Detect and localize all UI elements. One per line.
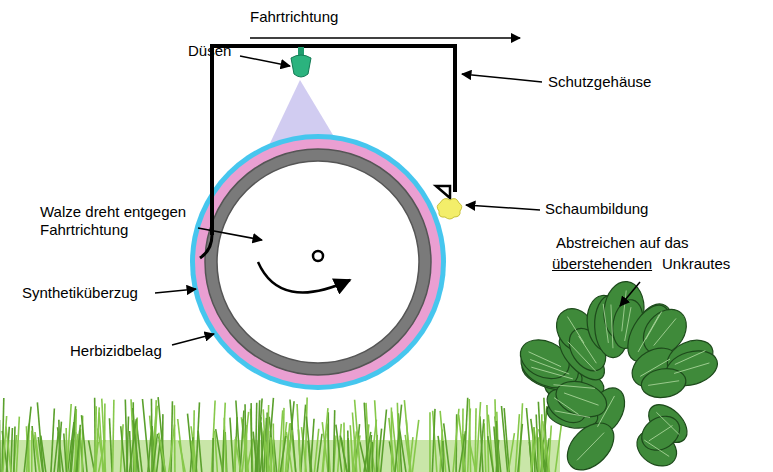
weed-label: überstehenden (552, 255, 652, 273)
grass (0, 397, 562, 472)
foam (437, 199, 462, 219)
direction-arrow (250, 37, 520, 39)
coating-label: Synthetiküberzug (22, 284, 138, 302)
nozzle-label: Düsen (188, 42, 231, 60)
weed-label: Unkrautes (662, 255, 730, 273)
weed-label: Abstreichen auf das (556, 234, 689, 252)
protective-housing (212, 46, 455, 235)
foam-label: Schaumbildung (545, 200, 648, 218)
roller (190, 134, 446, 390)
roller-label: Walze dreht entgegen Fahrtrichtung (40, 203, 205, 239)
direction-label: Fahrtrichtung (250, 8, 338, 26)
nozzle (291, 47, 311, 77)
housing-lip (200, 235, 212, 258)
herbicide-label: Herbizidbelag (70, 342, 162, 360)
scraper (436, 186, 450, 198)
weed (514, 280, 721, 472)
housing-label: Schutzgehäuse (548, 73, 651, 91)
